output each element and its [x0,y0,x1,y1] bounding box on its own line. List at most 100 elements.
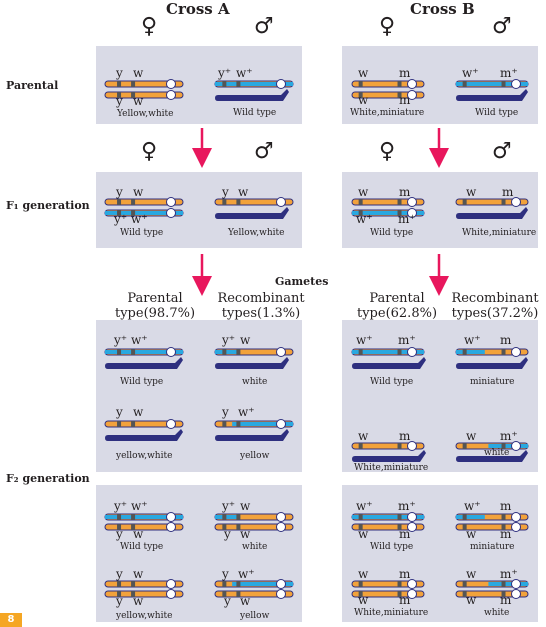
chromosome-a-f2-white-x1-centromere [276,512,286,522]
chromosome-b-f2-wild-x1-segment-0 [352,515,424,519]
chromosome-b-female-x2-band-0 [358,92,363,98]
chromosome-a-f1-male-x-body [214,198,294,206]
chromosome-b-f2-wm-x1 [351,579,425,589]
allele-w-b-f2-3b: w [358,593,369,607]
allele-wplus-b-f2-1: w⁺ [356,499,373,513]
allele-m-b-p2: m [399,93,411,107]
caption-a-f2-white: white [242,542,267,552]
chromosome-a-gamete-white-band-0 [222,349,227,355]
chromosome-a-gamete-wild-band-0 [117,349,122,355]
allele-m-b-f2-3: m [399,567,411,581]
chromosome-b-f1-female-x2-band-1 [397,210,402,216]
chromosome-b-gamete-wild-centromere [407,347,417,357]
allele-y-a-p1: y [115,66,123,80]
allele-y-a-f2-3b: y [115,594,123,608]
chromosome-a-f1-male-x-centromere [276,197,286,207]
chromosome-a-f2-white-x1-band-1 [236,514,241,520]
allele-wplus-a-pm: w⁺ [236,66,253,80]
chromosome-b-f1-female-x1-band-0 [358,199,363,205]
chromosome-b-f2-mini-x2-centromere [511,522,521,532]
chromosome-a-f2-yw-x1-band-1 [131,581,136,587]
chromosome-b-f2-white-x2-band-1 [501,591,506,597]
chromosome-a-f2-white-x1-band-0 [222,514,227,520]
chromosome-a-gamete-wild-y [105,357,183,369]
chromosome-a-male-y-body [215,89,289,101]
allele-wplus-a-f2-1: w⁺ [131,499,148,513]
chromosome-a-female-x1-band-0 [117,81,122,87]
chromosome-a-f1-female-x1-band-0 [117,199,122,205]
panel-b-f2 [342,485,538,622]
allele-y-a-f2-4b: y [223,594,231,608]
chromosome-a-f1-female-x1-band-1 [131,199,136,205]
allele-w-b-p1: w [358,66,369,80]
male-symbol-a-f1: ♂ [254,139,274,164]
row-label-parental: Parental [6,79,59,92]
chromosome-b-male-y [456,89,528,101]
chromosome-a-gamete-yellow [214,419,294,429]
male-symbol-b-f1: ♂ [492,139,512,164]
chromosome-a-f2-yellow-x2-body [214,590,294,598]
chromosome-a-male-y [215,89,289,101]
chromosome-a-f2-wild-x1-band-1 [131,514,136,520]
chromosome-a-f1-male-y [215,207,289,219]
chromosome-b-f2-wild-x1-band-0 [358,514,363,520]
chromosome-b-f2-white-x2-centromere [511,589,521,599]
chromosome-a-f2-yellow-x2-centromere [276,589,286,599]
chromosome-a-f2-wild-x2-band-1 [131,524,136,530]
chromosome-b-female-x1-band-1 [397,81,402,87]
chromosome-b-f1-male-x-band-1 [501,199,506,205]
caption-a-gamete-yw: yellow,white [115,451,172,461]
chromosome-b-f2-wm-x2-band-1 [397,591,402,597]
chromosome-a-male-x-band-0 [222,81,227,87]
chromosome-a-f2-yellow-x2-band-1 [236,591,241,597]
chromosome-b-f2-white-x1-band-1 [501,581,506,587]
chromosome-b-gamete-wm [351,441,425,451]
gametes-label: Gametes [275,275,329,288]
allele-y-a-f2-2b: y [223,527,231,541]
a-recombinant-type-line2: types(1.3%) [221,306,301,321]
chromosome-a-f2-wild-x2 [104,522,184,532]
chromosome-a-f1-female-x1-body [104,198,184,206]
chromosome-b-f2-mini-x1-band-0 [462,514,467,520]
caption-b-f1-male: White,miniature [462,228,536,238]
chromosome-b-f1-female-x2-band-0 [358,210,363,216]
chromosome-b-female-x2-band-1 [397,92,402,98]
allele-mplus-b-g1: m⁺ [398,333,416,347]
chromosome-b-f1-male-y [456,207,528,219]
allele-m-b-f2-1b: m [399,527,411,541]
chromosome-a-f1-female-x2-centromere [166,208,176,218]
chromosome-a-female-x1-centromere [166,79,176,89]
a-recombinant-type-line1: Recombinant [217,291,305,306]
chromosome-a-female-x1-body [104,80,184,88]
chromosome-a-f2-wild-x2-centromere [166,522,176,532]
allele-m-b-f1-m: m [502,185,514,199]
chromosome-a-gamete-yw-y-body [105,429,183,441]
chromosome-b-f2-wild-x2-band-1 [397,524,402,530]
chromosome-a-gamete-wild-centromere [166,347,176,357]
chromosome-b-gamete-white-band-1 [501,443,506,449]
allele-y-a-g4: y [221,405,229,419]
panel-a-gametes [96,320,302,472]
caption-b-f2-wm: White,miniature [354,608,428,618]
chromosome-b-f2-mini-x1-centromere [511,512,521,522]
chromosome-a-female-x2-band-1 [131,92,136,98]
allele-m-b-f2-2b: m [500,527,512,541]
chromosome-a-f2-yellow-x1-centromere [276,579,286,589]
allele-yplus-a-f1: y⁺ [113,212,127,226]
chromosome-a-female-x2 [104,90,184,100]
chromosome-b-f2-mini-x1 [455,512,529,522]
caption-a-f1-female: Wild type [120,228,163,238]
chromosome-b-f2-mini-x2-body [455,523,529,531]
chromosome-b-gamete-wild-y-body [352,357,426,369]
chromosome-a-f2-yw-x1-body [104,580,184,588]
chromosome-a-gamete-yw-y [105,429,183,441]
chromosome-b-f2-wild-x2-body [351,523,425,531]
chromosome-a-f1-male-x-band-0 [222,199,227,205]
allele-w-a-f2-3: w [133,567,144,581]
allele-yplus-a-pm: y⁺ [217,66,231,80]
chromosome-b-f2-mini-x1-band-1 [501,514,506,520]
chromosome-b-f1-male-x-body [455,198,529,206]
allele-wplus-a-g1: w⁺ [131,333,148,347]
chromosome-b-f2-white-x1 [455,579,529,589]
allele-yplus-a-f2-1: y⁺ [113,499,127,513]
